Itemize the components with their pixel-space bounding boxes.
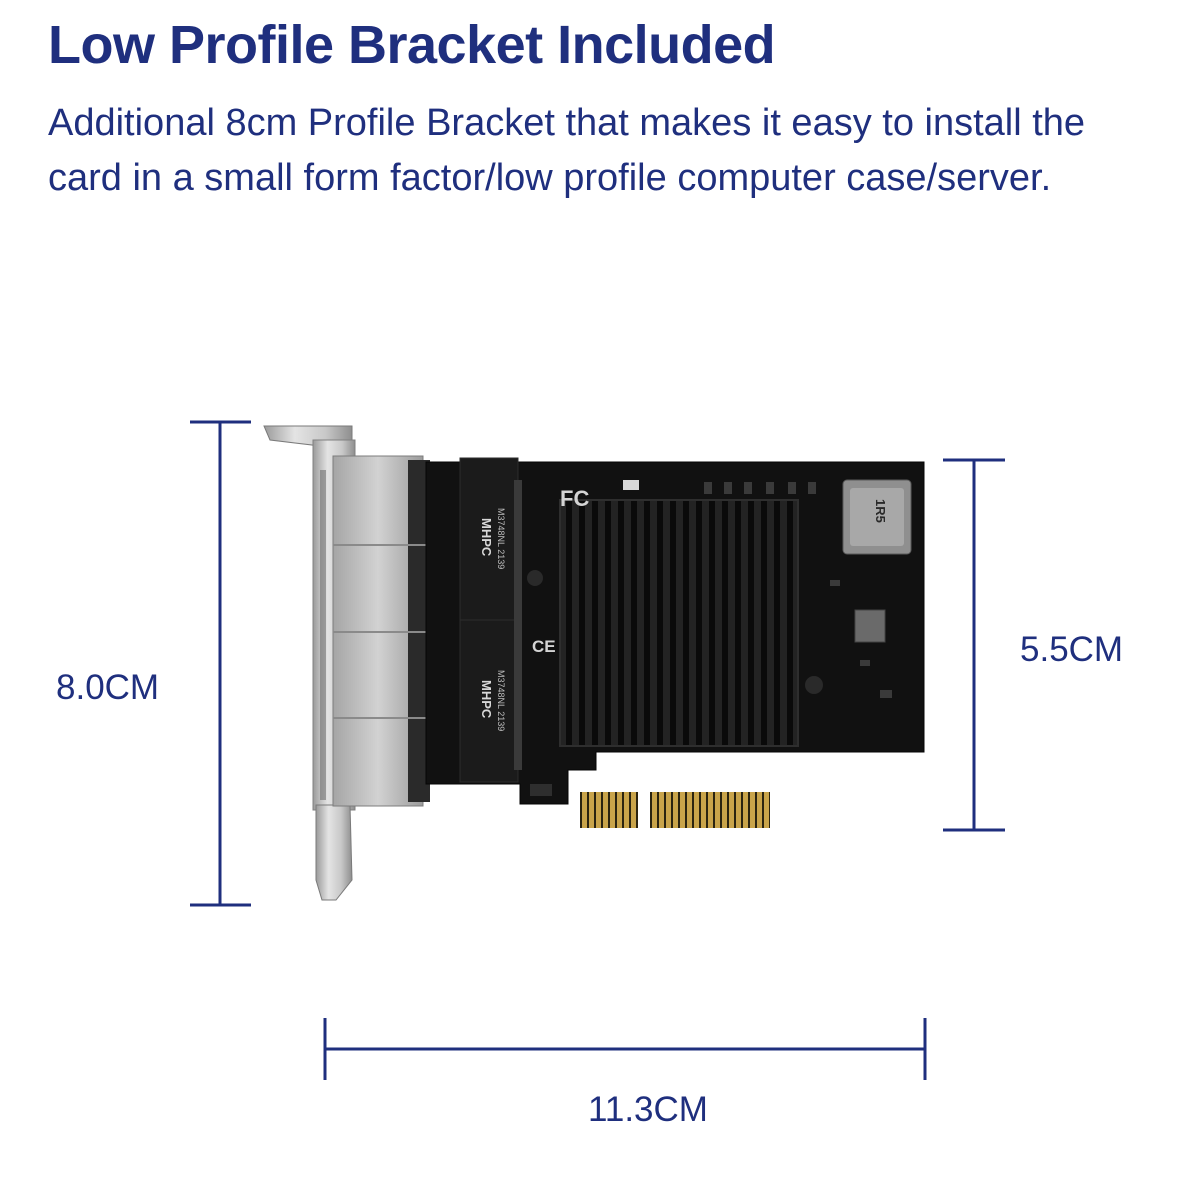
svg-text:MHPC: MHPC [479,680,494,719]
svg-text:1R5: 1R5 [873,499,888,523]
bracket-height-label: 8.0CM [56,668,160,707]
dimension-lines [190,420,1005,1080]
rj45-ports [332,455,430,807]
card-length-label: 11.3CM [588,1090,708,1129]
svg-text:MHPC: MHPC [479,518,494,557]
svg-text:M3748NL 2139: M3748NL 2139 [496,508,506,569]
pcb: MHPC M3748NL 2139 MHPC M3748NL 2139 1R5 … [425,457,925,828]
description: Additional 8cm Profile Bracket that make… [48,102,1086,199]
ce-mark: CE [532,637,556,656]
headline: Low Profile Bracket Included [48,15,776,75]
card-height-label: 5.5CM [1020,630,1124,669]
svg-text:M3748NL 2139: M3748NL 2139 [496,670,506,731]
fcc-mark: FC [560,486,589,511]
